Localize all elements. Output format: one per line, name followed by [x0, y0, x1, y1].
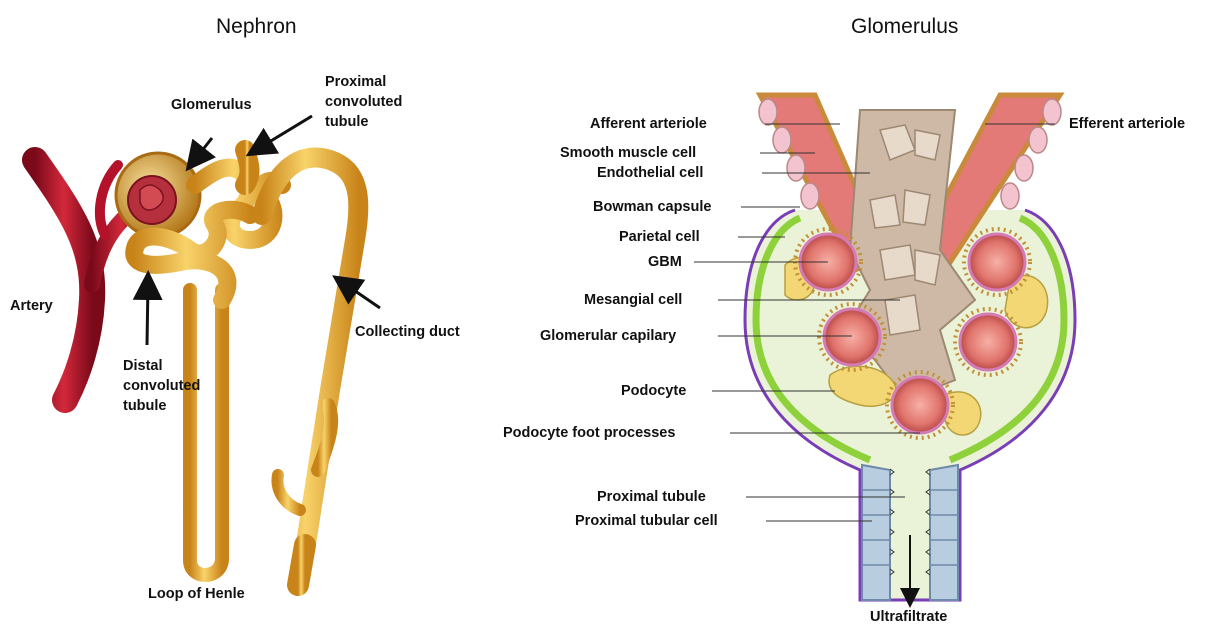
label-proximal-convoluted-tubule: Proximal convoluted tubule [325, 72, 425, 132]
label-proximal-tubular-cell: Proximal tubular cell [575, 514, 718, 529]
artery-vessel [35, 160, 92, 400]
label-podocyte: Podocyte [621, 384, 686, 399]
label-mesangial-cell: Mesangial cell [584, 293, 682, 308]
glomerulus-title: Glomerulus [851, 15, 958, 39]
label-distal-convoluted-tubule: Distal convoluted tubule [123, 356, 203, 416]
arrow-glomerulus [193, 138, 212, 162]
glomerulus-illustration [694, 95, 1075, 600]
label-bowman-capsule: Bowman capsule [593, 200, 711, 215]
label-endothelial-cell: Endothelial cell [597, 166, 703, 181]
arrow-proximal [256, 116, 312, 150]
arrow-distal [147, 282, 148, 345]
label-afferent-arteriole: Afferent arteriole [590, 117, 707, 132]
label-loop-of-henle: Loop of Henle [148, 587, 245, 602]
label-podocyte-foot-processes: Podocyte foot processes [503, 426, 675, 441]
label-proximal-tubule: Proximal tubule [597, 490, 706, 505]
label-artery: Artery [10, 299, 53, 314]
label-collecting-duct: Collecting duct [355, 325, 460, 340]
label-gbm: GBM [648, 255, 682, 270]
label-parietal-cell: Parietal cell [619, 230, 700, 245]
label-glomerulus: Glomerulus [171, 98, 252, 113]
tubular-cells-right [930, 465, 958, 600]
label-smooth-muscle-cell: Smooth muscle cell [560, 146, 696, 161]
tubular-cells-left [862, 465, 890, 600]
label-efferent-arteriole: Efferent arteriole [1069, 117, 1185, 132]
label-glomerular-capilary: Glomerular capilary [540, 329, 676, 344]
nephron-illustration [35, 116, 380, 585]
label-ultrafiltrate: Ultrafiltrate [870, 610, 947, 625]
loop-of-henle [190, 290, 222, 575]
nephron-title: Nephron [216, 15, 297, 39]
